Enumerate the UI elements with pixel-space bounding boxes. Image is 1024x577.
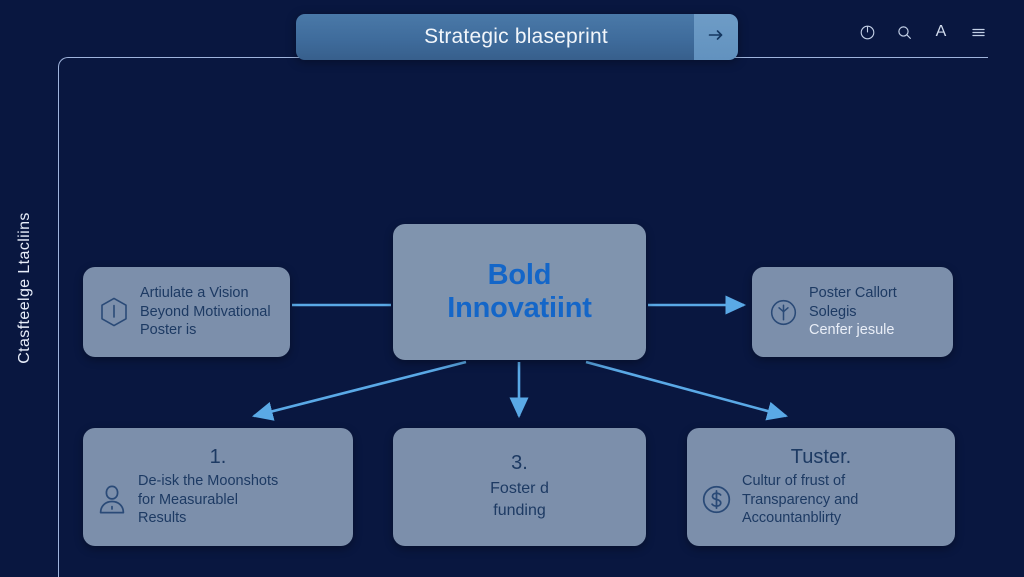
right-node-line-3: Cenfer jesule (809, 322, 895, 339)
left-node-line-3: Poster is (140, 322, 197, 339)
bottom-node-2-line-1: Foster d (490, 480, 549, 498)
connector-bottom-left (251, 360, 467, 421)
bottom-node-1-text: De-isk the Moonshots for Measurablel Res… (138, 472, 341, 528)
arrow-right-icon (706, 25, 726, 50)
bottom-node-2-body: Foster d funding (405, 478, 634, 521)
menu-icon[interactable] (968, 22, 988, 42)
search-icon[interactable] (894, 22, 914, 42)
circle-stem-icon (766, 295, 800, 329)
connector-bottom-right (585, 360, 789, 421)
left-node-line-1: Artiulate a Vision (140, 285, 249, 302)
bottom-node-3-body: Cultur of frust of Transparency and Acco… (699, 472, 943, 528)
bottom-node-3-line-3: Accountanblirty (742, 510, 842, 527)
right-node-text: Poster Callort Solegis Cenfer jesule (809, 284, 939, 340)
bottom-node-1[interactable]: 1. De-isk the Moonshots for Measurablel … (83, 428, 353, 546)
right-node-line-1: Poster Callort (809, 285, 897, 302)
right-node[interactable]: Poster Callort Solegis Cenfer jesule (752, 267, 953, 357)
toolbar: A (857, 22, 988, 42)
hub-title: Bold Innovatiint (447, 258, 592, 325)
bottom-node-3-line-2: Transparency and (742, 491, 859, 508)
dollar-circle-icon (699, 483, 733, 517)
left-node-line-2: Beyond Motivational (140, 303, 271, 320)
header-bar: Strategic blaseprint (296, 14, 738, 60)
hexagon-badge-icon (97, 295, 131, 329)
right-node-line-2: Solegis (809, 303, 857, 320)
bottom-node-1-line-3: Results (138, 510, 187, 527)
hub-node[interactable]: Bold Innovatiint (393, 224, 646, 360)
bottom-node-3[interactable]: Tuster. Cultur of frust of Transparency … (687, 428, 955, 546)
next-button[interactable] (694, 14, 738, 60)
power-icon[interactable] (857, 22, 877, 42)
left-node-text: Artiulate a Vision Beyond Motivational P… (140, 284, 276, 340)
user-icon (95, 483, 129, 517)
hub-title-line-1: Bold (487, 258, 552, 291)
bottom-node-3-number: Tuster. (790, 446, 852, 469)
bottom-node-1-line-2: for Measurablel (138, 491, 238, 508)
bottom-node-3-line-1: Cultur of frust of (742, 473, 846, 490)
bottom-node-2[interactable]: 3. Foster d funding (393, 428, 646, 546)
hub-title-line-2: Innovatiint (447, 292, 592, 324)
left-node[interactable]: Artiulate a Vision Beyond Motivational P… (83, 267, 290, 357)
bottom-node-2-text: Foster d funding (405, 478, 634, 521)
bottom-node-3-text: Cultur of frust of Transparency and Acco… (742, 472, 943, 528)
bottom-node-1-number: 1. (209, 446, 227, 469)
page-title: Strategic blaseprint (424, 25, 608, 48)
text-size-icon[interactable]: A (935, 23, 947, 40)
bottom-node-2-number: 3. (511, 452, 528, 475)
bottom-node-2-line-2: funding (493, 502, 546, 519)
bottom-node-1-body: De-isk the Moonshots for Measurablel Res… (95, 472, 341, 528)
bottom-node-1-line-1: De-isk the Moonshots (138, 473, 279, 490)
